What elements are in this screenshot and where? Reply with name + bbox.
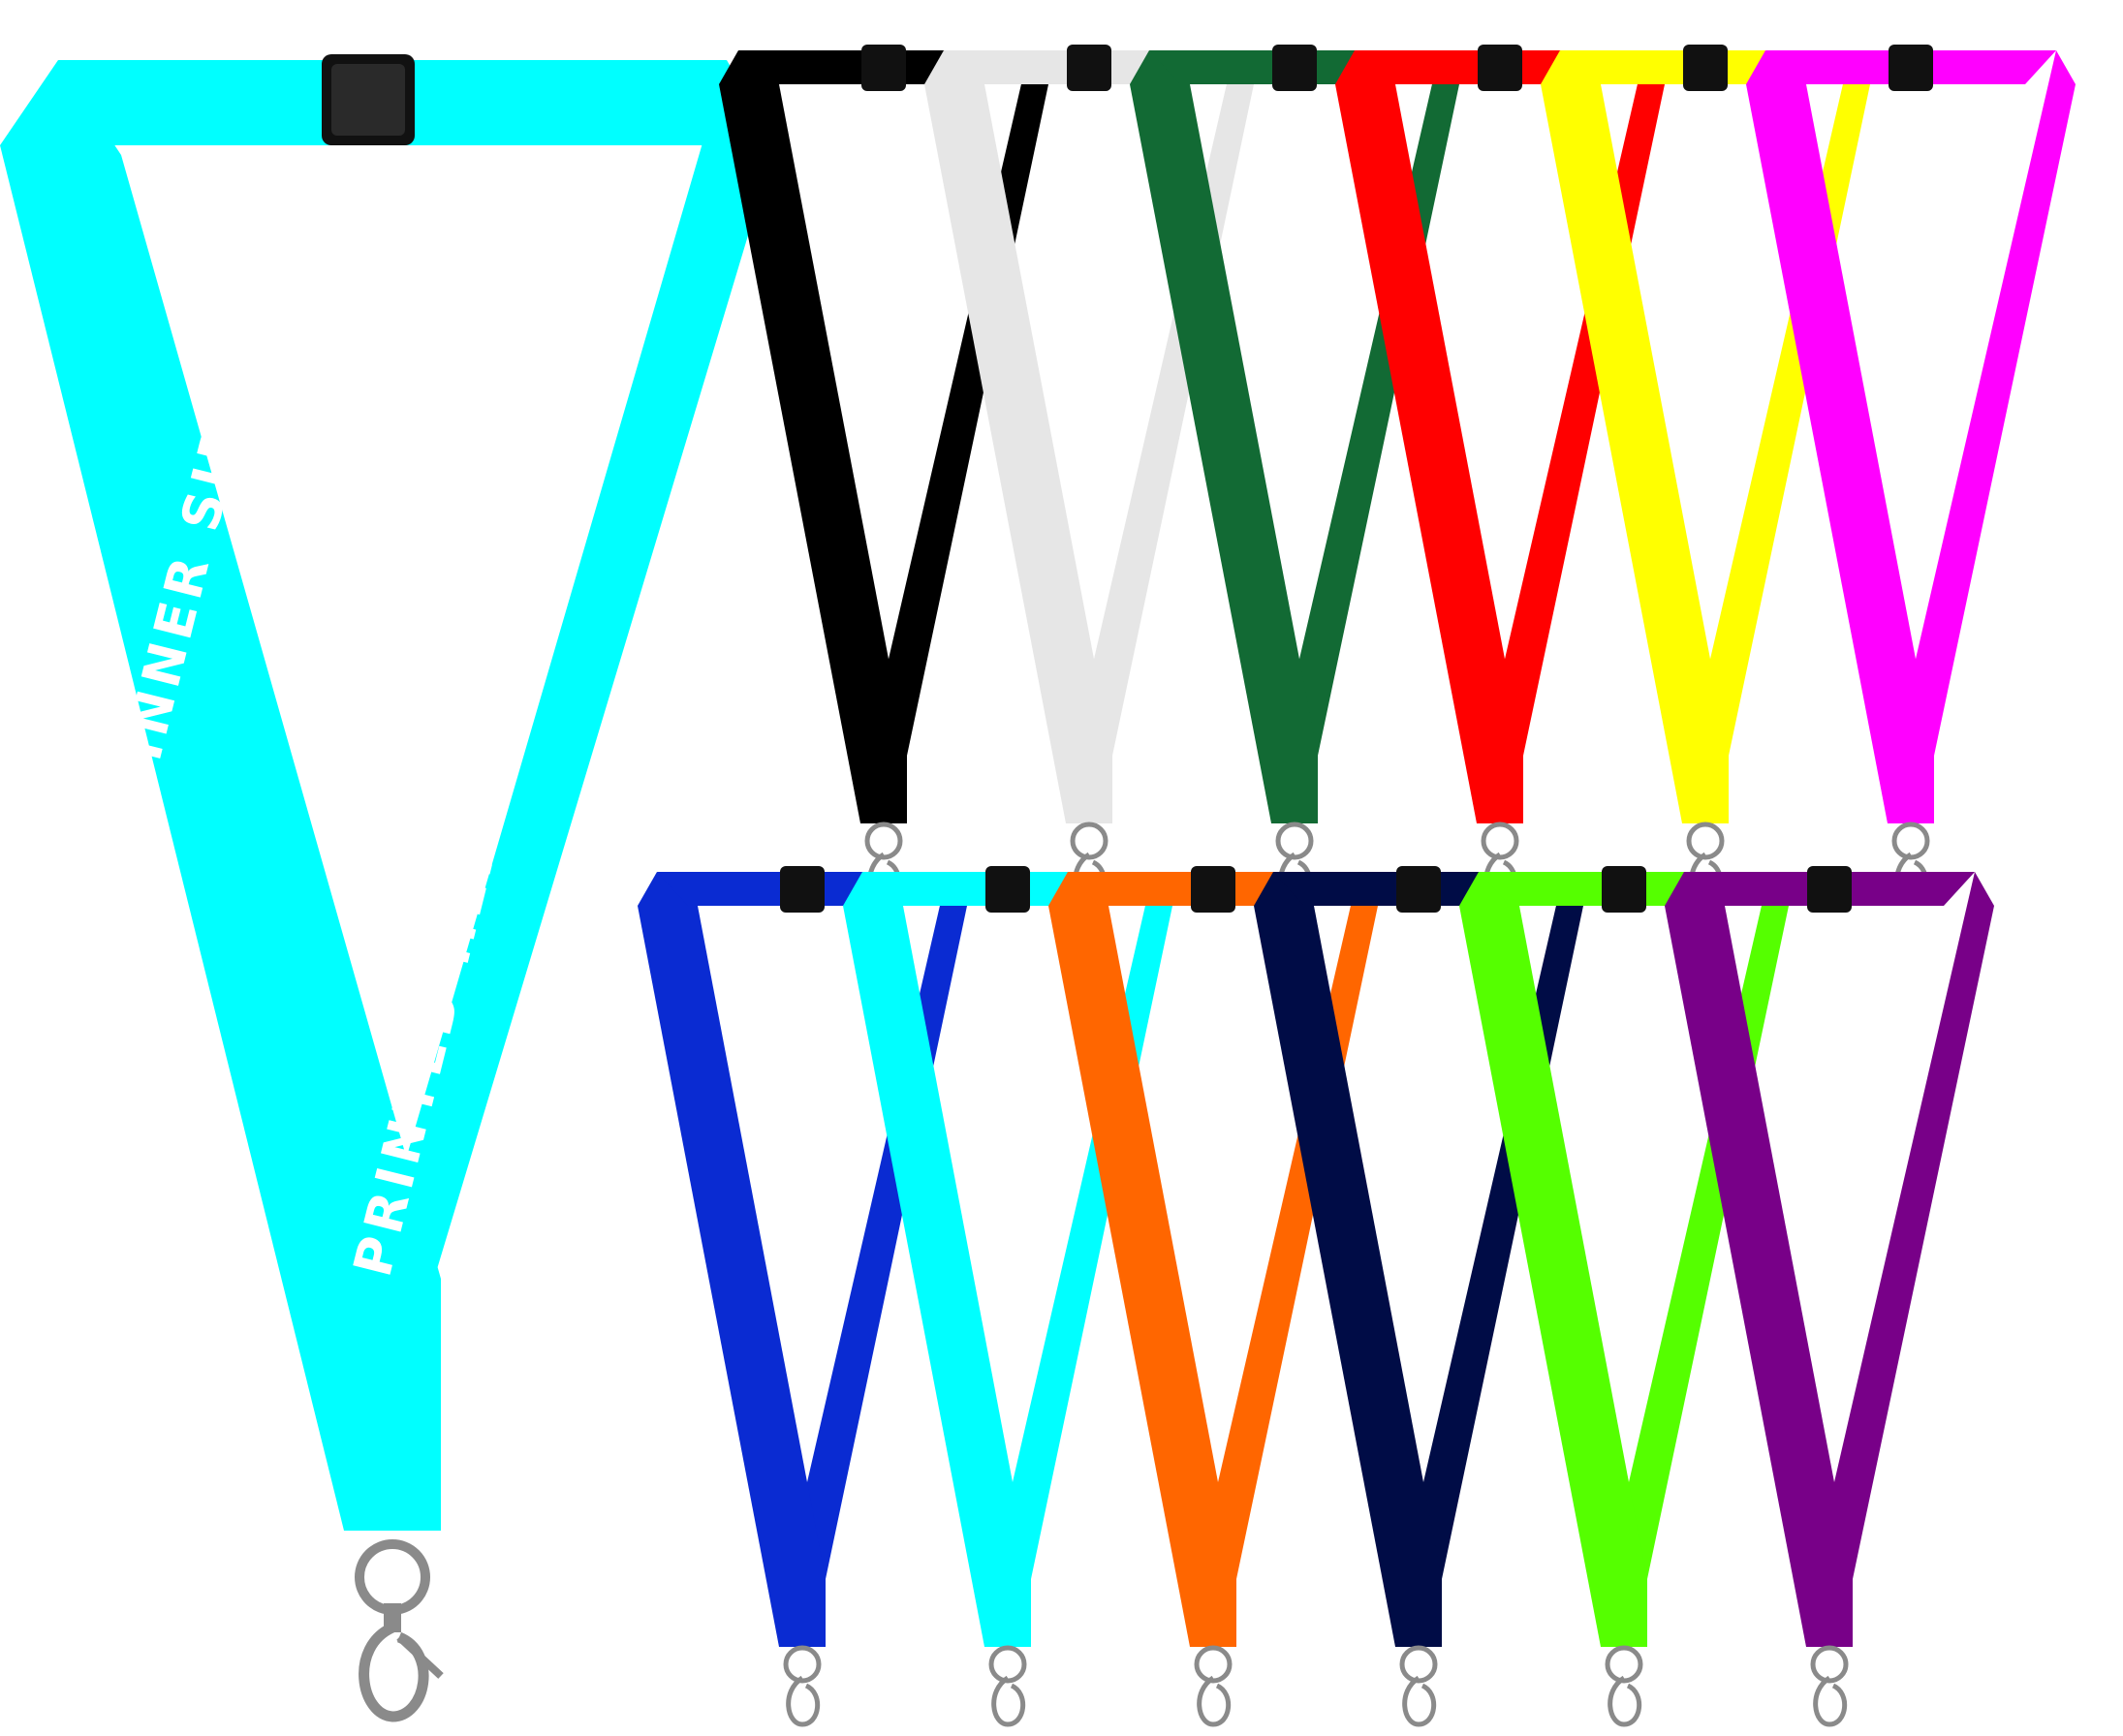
clip-icon	[786, 1675, 821, 1727]
lanyard-purple	[1665, 866, 1994, 1727]
buckle-icon	[1602, 866, 1646, 913]
clip-icon	[1813, 1675, 1848, 1727]
clip-icon	[1608, 1675, 1642, 1727]
strap-left-arm	[1130, 50, 1318, 823]
clip-icon	[1402, 1675, 1437, 1727]
buckle-icon	[1191, 866, 1235, 913]
feature-buckle-icon	[322, 54, 415, 145]
buckle-icon	[1067, 45, 1111, 91]
buckle-icon	[780, 866, 825, 913]
feature-clip-icon	[355, 1539, 444, 1722]
buckle-icon	[1807, 866, 1852, 913]
strap-right-arm	[1893, 50, 2076, 756]
feature-strap-left-arm	[0, 60, 441, 1531]
strap-left-arm	[843, 872, 1031, 1647]
strap-left-arm	[924, 50, 1112, 823]
clip-icon	[991, 1675, 1026, 1727]
buckle-icon	[1272, 45, 1317, 91]
strap-left-arm	[1335, 50, 1523, 823]
buckle-icon	[985, 866, 1030, 913]
feature-strap-right-arm	[368, 60, 775, 1288]
strap-left-arm	[1665, 872, 1853, 1647]
buckle-icon	[861, 45, 906, 91]
strap-left-arm	[719, 50, 907, 823]
buckle-icon	[1683, 45, 1728, 91]
clip-icon	[1197, 1675, 1232, 1727]
strap-left-arm	[1254, 872, 1442, 1647]
buckle-icon	[1396, 866, 1441, 913]
buckle-icon	[1889, 45, 1933, 91]
strap-left-arm	[1459, 872, 1647, 1647]
strap-left-arm	[1048, 872, 1236, 1647]
strap-left-arm	[638, 872, 826, 1647]
lanyard-magenta	[1746, 45, 2076, 904]
buckle-icon	[1478, 45, 1522, 91]
strap-right-arm	[1812, 872, 1994, 1579]
strap-left-arm	[1746, 50, 1934, 823]
small-lanyards	[638, 45, 2076, 1727]
strap-left-arm	[1541, 50, 1729, 823]
